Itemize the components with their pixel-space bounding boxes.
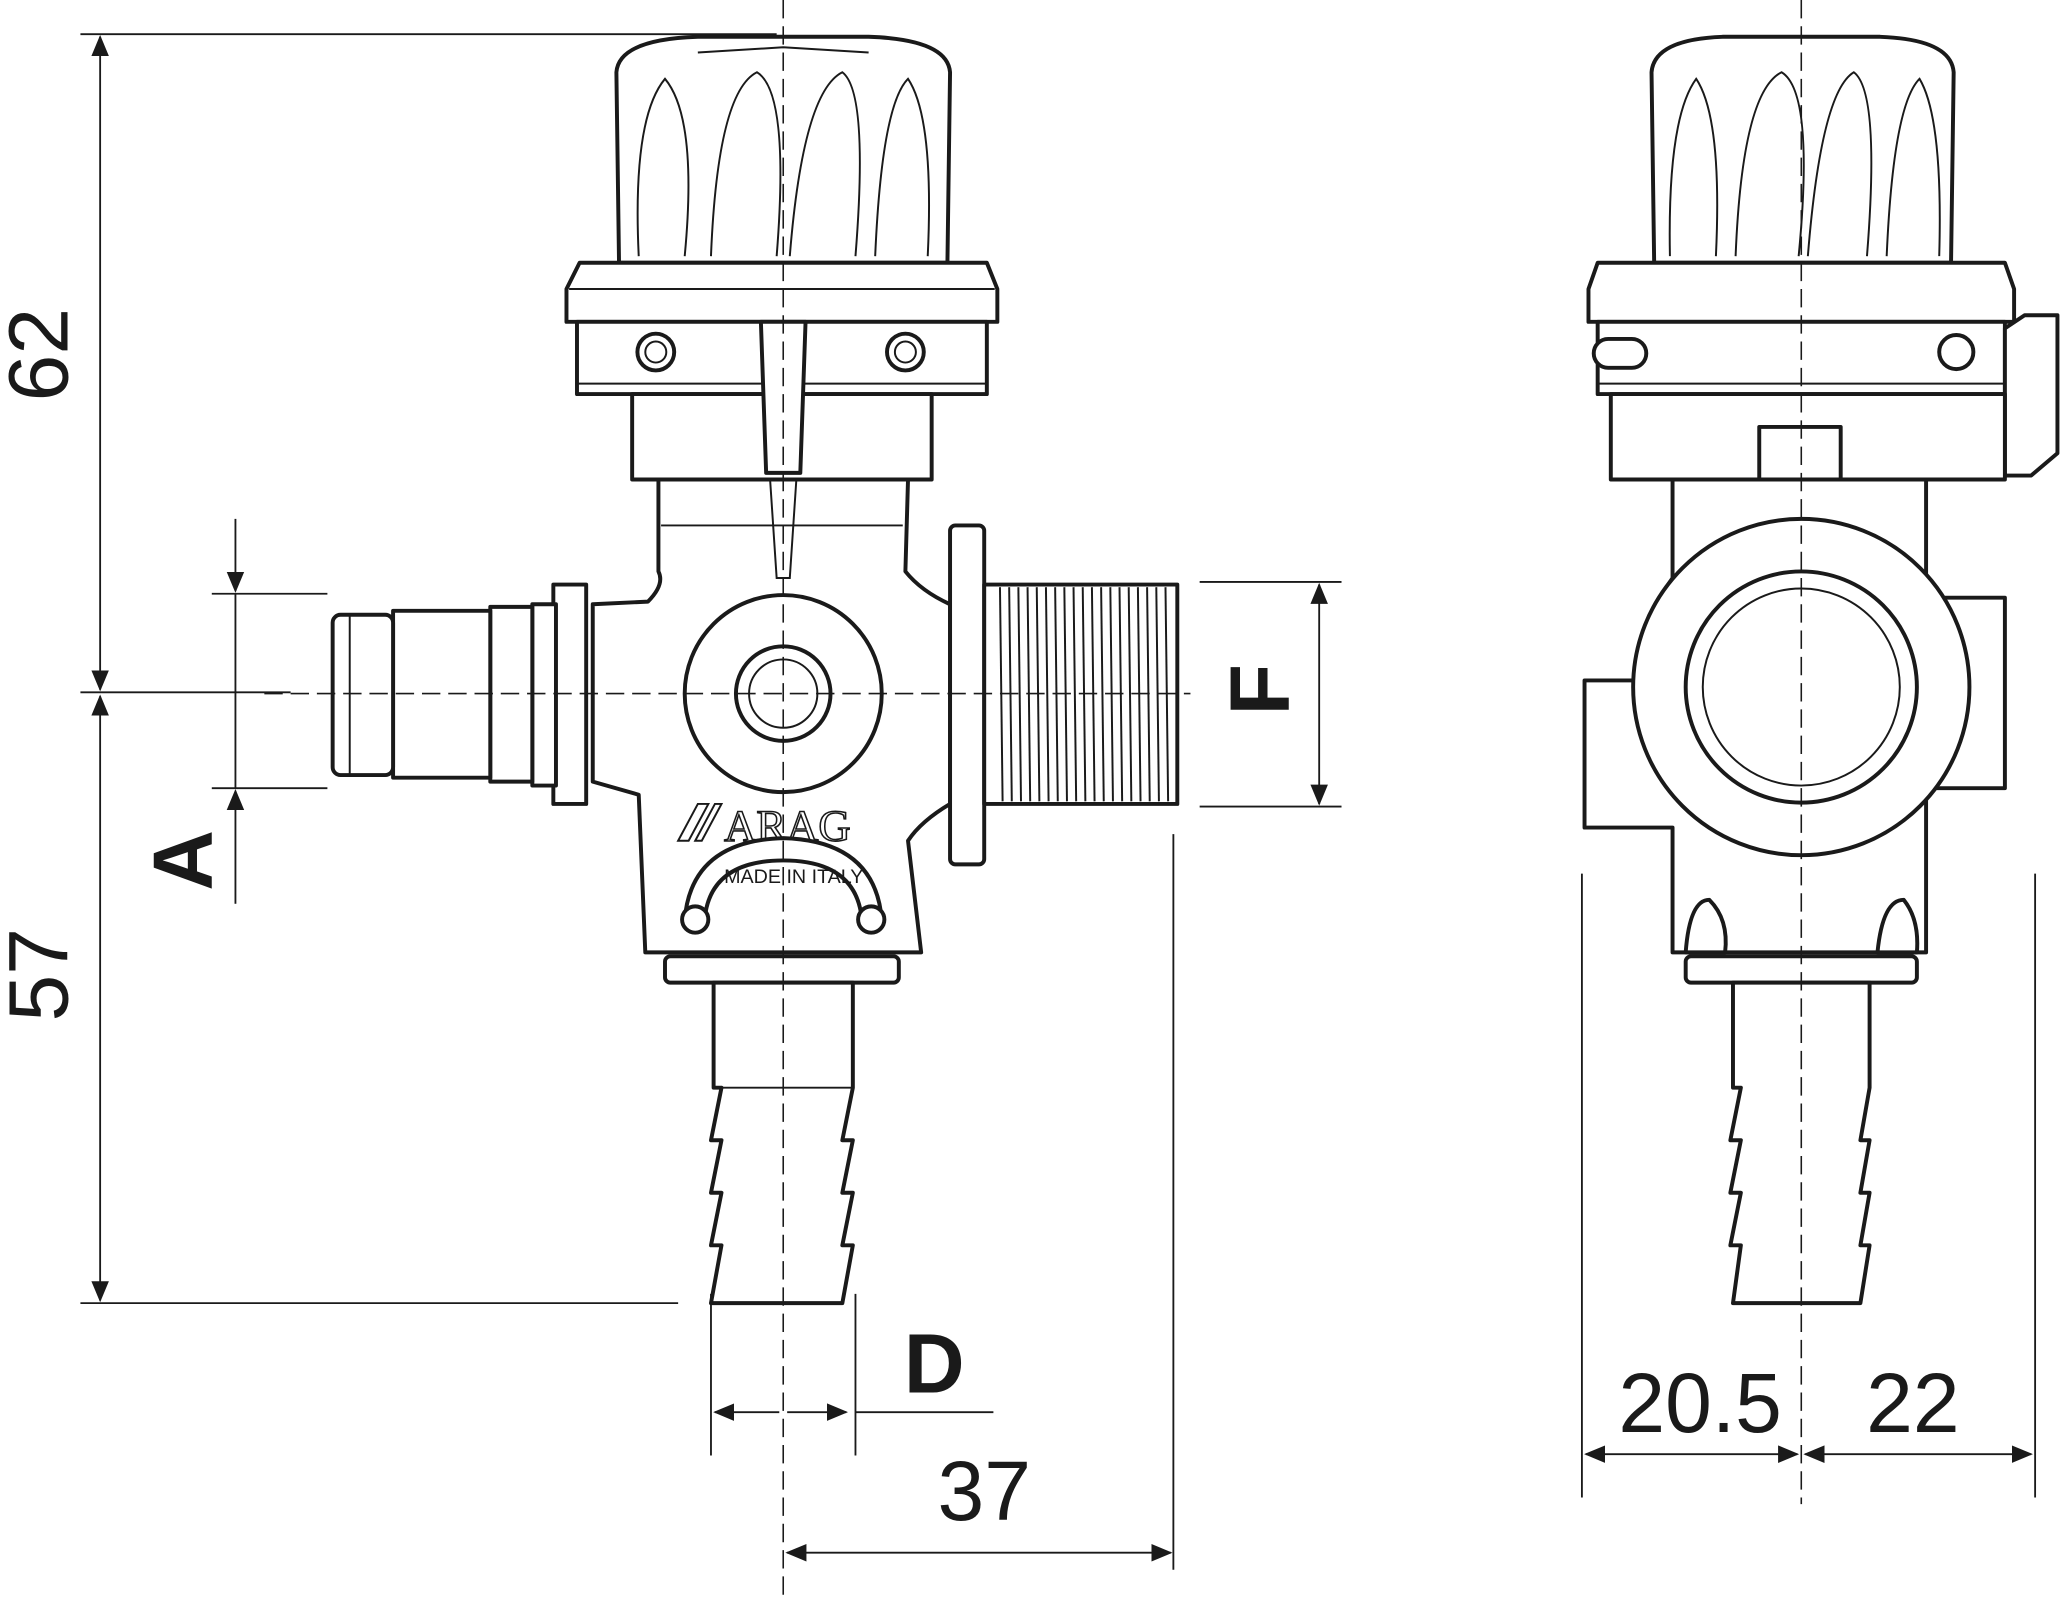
thread-line <box>1127 587 1133 802</box>
thread-line <box>1100 587 1105 802</box>
thread-line <box>1017 587 1022 802</box>
dimension-lines <box>80 33 2037 1570</box>
dim-height-bottom: 57 <box>0 928 85 1022</box>
dial-collar <box>564 260 1000 324</box>
dim-height-top: 62 <box>0 308 85 402</box>
thread-line <box>1044 587 1050 802</box>
made-in-text: MADE IN ITALY <box>724 866 863 888</box>
dim-offset-37: 37 <box>937 1444 1031 1538</box>
screw-left-icon <box>635 331 677 373</box>
threaded-outlet <box>948 523 1180 867</box>
lever-tab <box>2002 313 2060 478</box>
side-view <box>1582 34 2060 1306</box>
dim-hose-d: D <box>904 1316 965 1410</box>
dim-thread-f: F <box>1213 664 1307 715</box>
thread-line <box>1072 587 1078 802</box>
hose-barb <box>663 954 901 1306</box>
dim-side-left: 20.5 <box>1618 1356 1782 1450</box>
dim-side-right: 22 <box>1866 1356 1960 1450</box>
front-view: ARAG MADE IN ITALY <box>330 34 1180 1306</box>
inlet-port <box>330 582 589 806</box>
dim-inlet-a: A <box>136 830 230 891</box>
center-lines <box>264 0 1803 1600</box>
screw-right-icon <box>885 331 926 373</box>
